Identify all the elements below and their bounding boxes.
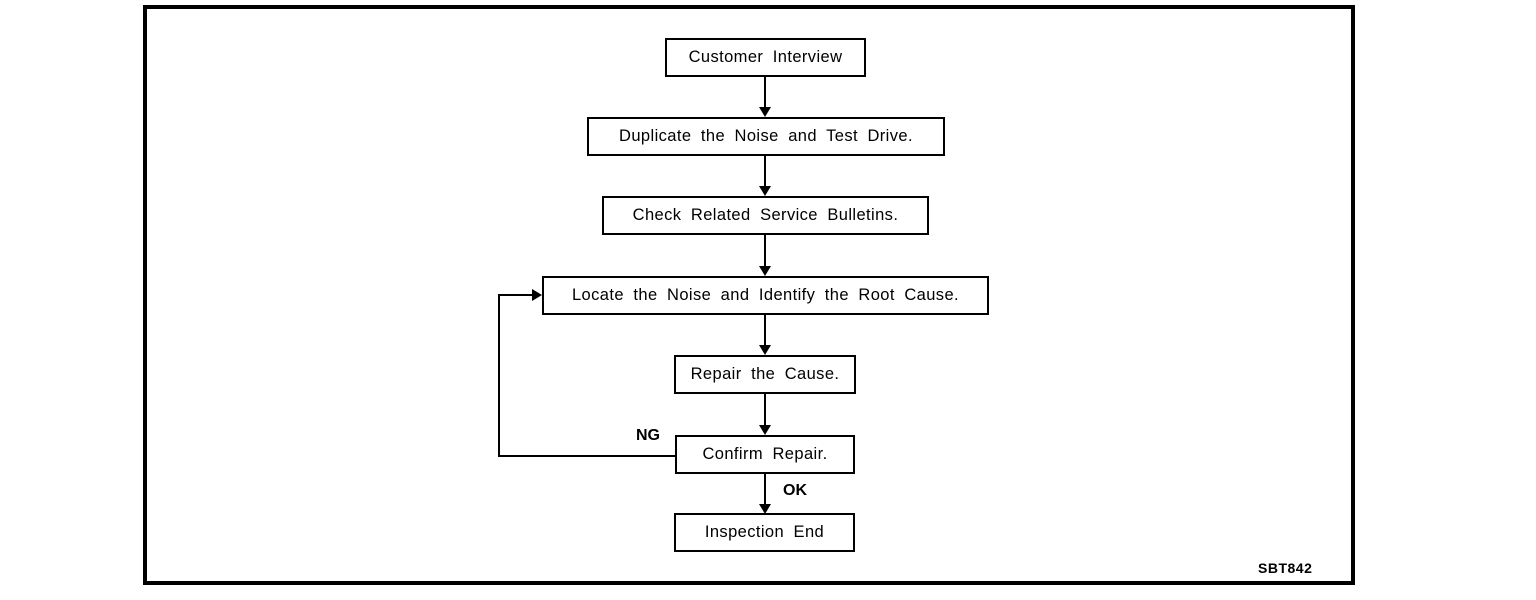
figure-frame: Customer Interview Duplicate the Noise a…: [143, 5, 1355, 585]
flow-node-label: Confirm Repair.: [702, 445, 828, 464]
flow-node-confirm-repair: Confirm Repair.: [675, 435, 855, 474]
flow-node-repair-cause: Repair the Cause.: [674, 355, 856, 394]
ng-loop-horizontal-lower: [498, 455, 676, 457]
connector-confirm-to-end: [764, 474, 766, 504]
ng-loop-horizontal-upper: [498, 294, 532, 296]
figure-caption-id: SBT842: [1258, 560, 1313, 576]
flow-node-customer-interview: Customer Interview: [665, 38, 866, 77]
flow-node-label: Inspection End: [704, 523, 825, 542]
arrowhead-down-icon: [759, 186, 771, 196]
arrowhead-right-icon: [532, 289, 542, 301]
connector-customer-to-duplicate: [764, 77, 766, 107]
arrowhead-down-icon: [759, 504, 771, 514]
arrowhead-down-icon: [759, 425, 771, 435]
flow-node-duplicate-noise: Duplicate the Noise and Test Drive.: [587, 117, 945, 156]
connector-duplicate-to-bulletins: [764, 156, 766, 186]
flow-node-label: Check Related Service Bulletins.: [632, 206, 899, 225]
edge-label-ng: NG: [636, 427, 660, 444]
flow-node-label: Locate the Noise and Identify the Root C…: [571, 286, 960, 305]
flow-node-check-bulletins: Check Related Service Bulletins.: [602, 196, 929, 235]
flow-node-label: Repair the Cause.: [690, 365, 840, 384]
connector-repair-to-confirm: [764, 394, 766, 425]
flow-node-locate-noise: Locate the Noise and Identify the Root C…: [542, 276, 989, 315]
flow-node-label: Customer Interview: [688, 48, 843, 67]
arrowhead-down-icon: [759, 266, 771, 276]
flow-node-inspection-end: Inspection End: [674, 513, 855, 552]
connector-locate-to-repair: [764, 315, 766, 345]
arrowhead-down-icon: [759, 107, 771, 117]
ng-loop-vertical: [498, 295, 500, 457]
arrowhead-down-icon: [759, 345, 771, 355]
edge-label-ok: OK: [783, 482, 807, 499]
flow-node-label: Duplicate the Noise and Test Drive.: [619, 127, 913, 146]
connector-bulletins-to-locate: [764, 235, 766, 266]
